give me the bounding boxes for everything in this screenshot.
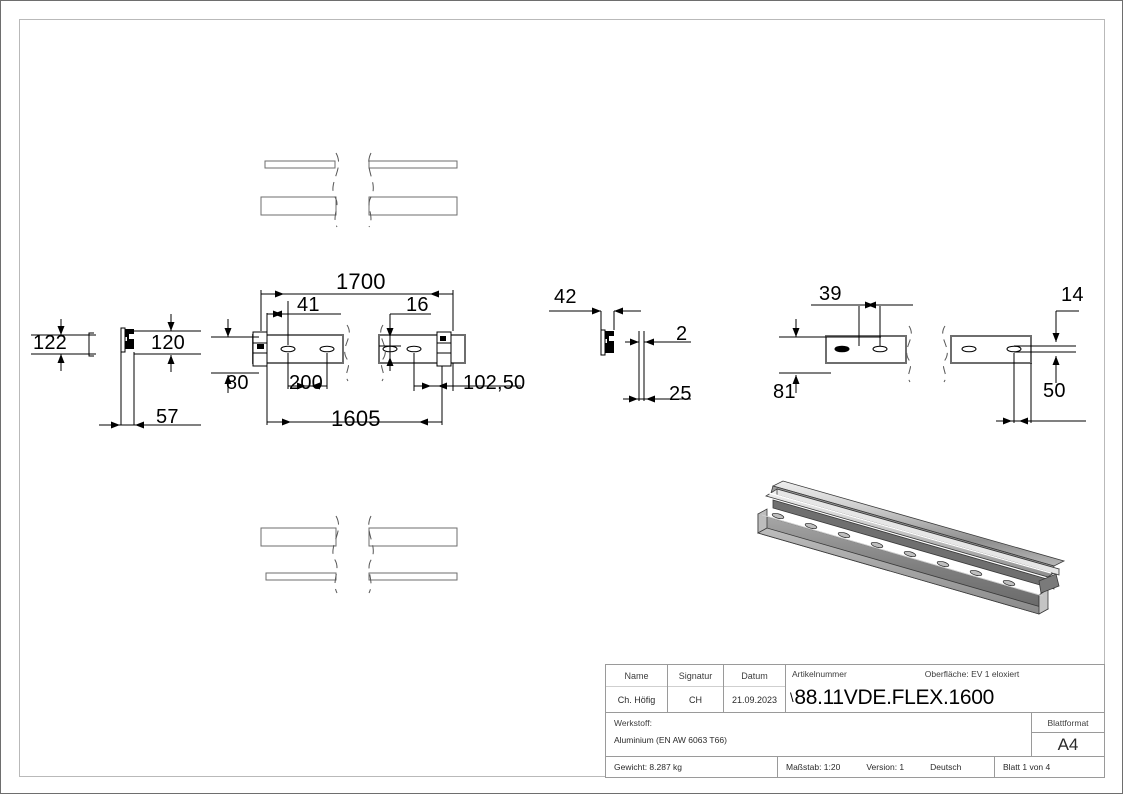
value-gewicht: Gewicht: 8.287 kg bbox=[606, 757, 778, 777]
title-block-row-identification: Name Ch. Höfig Signatur CH Datum 21.09.2… bbox=[606, 665, 1104, 713]
value-name: Ch. Höfig bbox=[617, 694, 656, 705]
label-oberflaeche: Oberfläche: EV 1 eloxiert bbox=[924, 669, 1020, 679]
detail-view-left-geometry bbox=[779, 301, 913, 393]
drawing-frame bbox=[19, 19, 1105, 777]
section-profile-geometry bbox=[549, 307, 691, 403]
value-werkstoff: Aluminium (EN AW 6063 T66) bbox=[614, 735, 727, 745]
title-block-cell-name: Name Ch. Höfig bbox=[606, 665, 668, 712]
value-sprache: Deutsch bbox=[930, 762, 962, 772]
title-block: Name Ch. Höfig Signatur CH Datum 21.09.2… bbox=[605, 664, 1105, 778]
dim-200: 200 bbox=[289, 372, 323, 394]
title-block-row-footer: Gewicht: 8.287 kg Maßstab: 1:20 Version:… bbox=[606, 757, 1104, 777]
title-block-cell-werkstoff: Werkstoff: Aluminium (EN AW 6063 T66) bbox=[606, 713, 1032, 756]
dim-1605: 1605 bbox=[331, 406, 381, 431]
title-block-cell-datum: Datum 21.09.2023 bbox=[724, 665, 786, 712]
title-block-cell-signatur: Signatur CH bbox=[668, 665, 724, 712]
value-massstab: Maßstab: 1:20 bbox=[786, 762, 841, 772]
dim-50: 50 bbox=[1043, 380, 1066, 402]
value-artikelnummer-wrap: \ 88.11VDE.FLEX.1600 bbox=[786, 683, 1104, 712]
value-artikelnummer: 88.11VDE.FLEX.1600 bbox=[794, 685, 994, 709]
dim-39: 39 bbox=[819, 283, 842, 305]
dim-120: 120 bbox=[151, 332, 185, 354]
artikelnummer-header-row: Artikelnummer Oberfläche: EV 1 eloxiert bbox=[786, 665, 1104, 683]
value-datum: 21.09.2023 bbox=[731, 694, 778, 705]
label-signatur: Signatur bbox=[668, 665, 723, 687]
detail-view-right-geometry bbox=[942, 310, 1086, 425]
dim-16: 16 bbox=[406, 294, 429, 316]
title-block-cell-blattformat: Blattformat A4 bbox=[1032, 713, 1104, 756]
label-name: Name bbox=[606, 665, 667, 687]
value-version: Version: 1 bbox=[866, 762, 905, 772]
dim-80: 80 bbox=[226, 372, 249, 394]
dim-122: 122 bbox=[33, 332, 67, 354]
top-view-geometry bbox=[260, 152, 458, 228]
label-datum: Datum bbox=[724, 665, 785, 687]
value-signatur: CH bbox=[689, 694, 702, 705]
isometric-rail-geometry bbox=[756, 480, 1066, 615]
dim-42: 42 bbox=[554, 286, 577, 308]
bottom-view-geometry bbox=[260, 515, 458, 594]
dim-102-50: 102,50 bbox=[463, 372, 526, 394]
dim-2: 2 bbox=[676, 323, 688, 345]
title-block-cell-artikelnummer: Artikelnummer Oberfläche: EV 1 eloxiert … bbox=[786, 665, 1104, 712]
value-artikelnummer-prefix: \ bbox=[790, 690, 794, 705]
front-view-geometry bbox=[211, 290, 521, 426]
dim-14: 14 bbox=[1061, 284, 1084, 306]
left-profile-section bbox=[31, 314, 201, 429]
value-blatt: Blatt 1 von 4 bbox=[994, 757, 1104, 777]
dim-41: 41 bbox=[297, 294, 320, 316]
dim-57: 57 bbox=[156, 406, 179, 428]
label-blattformat: Blattformat bbox=[1032, 713, 1104, 733]
value-blattformat: A4 bbox=[1057, 734, 1079, 754]
title-block-row-material: Werkstoff: Aluminium (EN AW 6063 T66) Bl… bbox=[606, 713, 1104, 757]
dim-1700: 1700 bbox=[336, 269, 386, 294]
dim-81: 81 bbox=[773, 381, 796, 403]
dim-25: 25 bbox=[669, 383, 692, 405]
label-artikelnummer: Artikelnummer bbox=[792, 669, 847, 679]
title-block-footer-group: Maßstab: 1:20 Version: 1 Deutsch bbox=[778, 757, 994, 777]
label-werkstoff: Werkstoff: bbox=[614, 718, 652, 728]
